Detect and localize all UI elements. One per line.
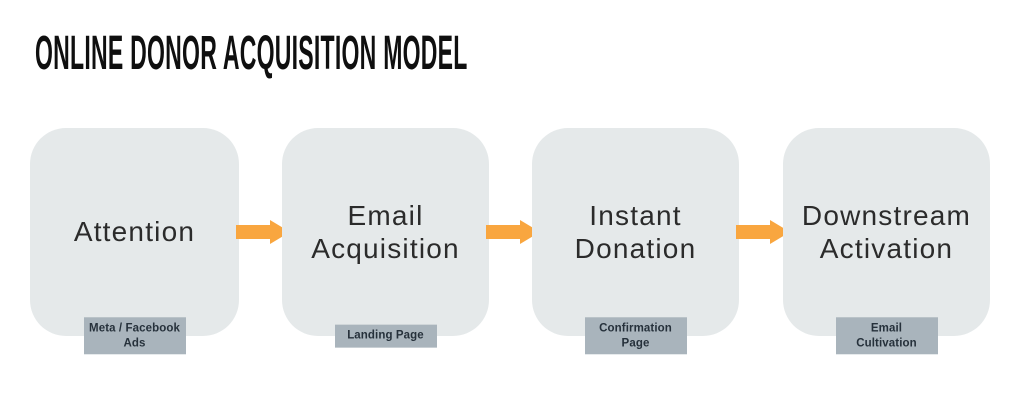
stage-instant-donation: Instant Donation Confirmation Page (532, 128, 739, 355)
arrow-right-icon (736, 220, 790, 244)
stage-email-acquisition: Email Acquisition Landing Page (282, 128, 489, 348)
stage-tag: Meta / Facebook Ads (83, 317, 186, 355)
stage-tag: Landing Page (334, 324, 437, 348)
stage-label: Email Acquisition (311, 199, 460, 264)
stage-label: Downstream Activation (801, 199, 972, 264)
stage-tag: Confirmation Page (584, 317, 687, 355)
stage-box: Email Acquisition (282, 128, 489, 336)
stage-label: Instant Donation (574, 199, 697, 264)
arrow-right-icon (236, 220, 290, 244)
stage-box: Instant Donation (532, 128, 739, 336)
stage-attention: Attention Meta / Facebook Ads (30, 128, 239, 355)
stage-tag: Email Cultivation (835, 317, 938, 355)
arrow-right-icon (486, 220, 540, 244)
stage-downstream-activation: Downstream Activation Email Cultivation (783, 128, 990, 355)
stage-box: Downstream Activation (783, 128, 990, 336)
stage-label: Attention (73, 216, 196, 248)
page-title: ONLINE DONOR ACQUISITION MODEL (35, 27, 468, 80)
stage-box: Attention (30, 128, 239, 336)
